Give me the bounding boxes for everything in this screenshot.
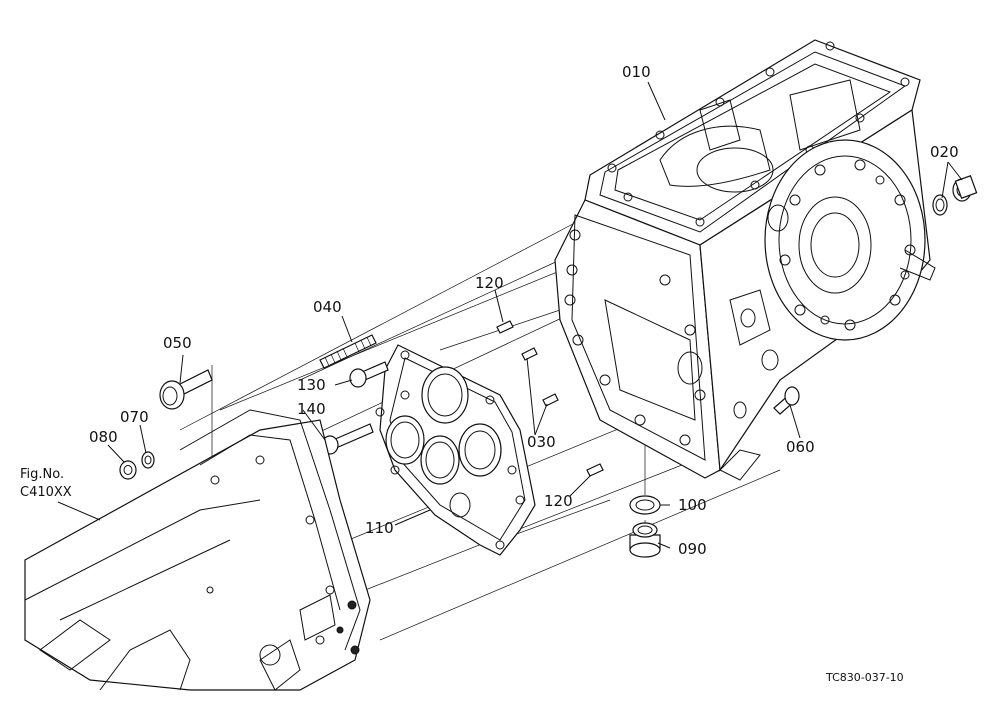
stud-bolt-040 [319,334,377,369]
fig-ref-line2: C410XX [20,485,72,500]
front-housing [24,409,371,691]
bolt-130 [349,361,389,388]
drain-plug-020 [932,175,978,216]
leader-lines [57,81,963,549]
callout-090: 090 [678,540,707,558]
seal-100 [629,495,661,515]
callout-130: 130 [297,376,326,394]
callout-040: 040 [313,298,342,316]
nut-080 [119,460,137,480]
cover-plate-110 [375,344,536,556]
plug-bolt-060 [773,386,800,415]
callout-070: 070 [120,408,149,426]
callout-080: 080 [89,428,118,446]
bolt-050 [159,369,213,410]
callout-050: 050 [163,334,192,352]
callout-120-upper: 120 [475,274,504,292]
drawing-code: TC830-037-10 [825,671,904,684]
plug-090 [629,522,661,558]
callout-labels: 010 020 030 040 050 060 070 080 090 100 … [89,63,959,558]
transmission-case [554,39,936,481]
callout-140: 140 [297,400,326,418]
dowel-pins [496,320,604,477]
callout-120-lower: 120 [544,492,573,510]
fig-ref-line1: Fig.No. [20,467,64,482]
callout-020: 020 [930,143,959,161]
callout-060: 060 [786,438,815,456]
bolt-140 [321,423,374,455]
washer-070 [141,451,155,469]
callout-010: 010 [622,63,651,81]
figure-reference: Fig.No. C410XX [20,467,72,500]
callout-030: 030 [527,433,556,451]
callout-100: 100 [678,496,707,514]
callout-110: 110 [365,519,394,537]
